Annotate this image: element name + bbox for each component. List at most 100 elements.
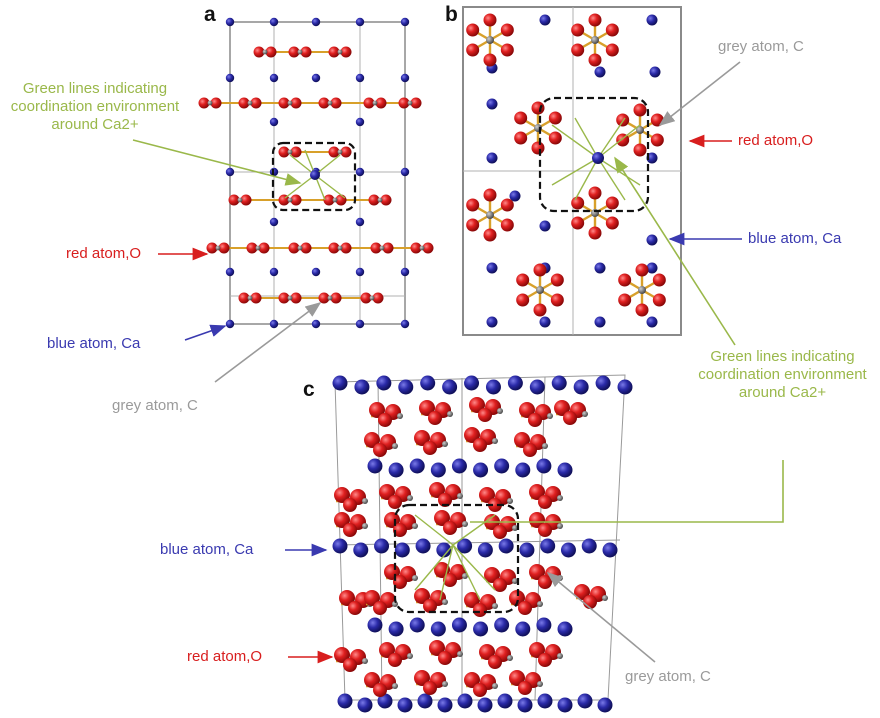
- carbon-atom: [582, 411, 588, 417]
- oxygen-atom: [328, 146, 340, 158]
- oxygen-atom: [238, 292, 250, 304]
- oxygen-atom: [509, 670, 525, 686]
- oxygen-atom: [438, 493, 452, 507]
- oxygen-atom: [483, 188, 497, 202]
- oxygen-atom: [605, 23, 619, 37]
- carbon-atom: [255, 245, 261, 251]
- oxygen-atom: [588, 53, 602, 67]
- carbon-atom: [372, 100, 378, 106]
- label-c-grey-atom: grey atom, C: [625, 668, 711, 685]
- calcium-atom: [577, 693, 593, 709]
- calcium-atom: [497, 693, 513, 709]
- annotation-arrows: [132, 61, 784, 664]
- oxygen-atom: [438, 651, 452, 665]
- oxygen-atom: [265, 46, 277, 58]
- oxygen-atom: [635, 263, 649, 277]
- oxygen-atom: [228, 194, 240, 206]
- oxygen-atom: [516, 273, 530, 287]
- oxygen-atom: [571, 216, 585, 230]
- oxygen-atom: [538, 523, 552, 537]
- oxygen-atom: [348, 601, 362, 615]
- calcium-atom: [394, 542, 410, 558]
- oxygen-atom: [563, 411, 577, 425]
- calcium-atom: [646, 316, 658, 328]
- oxygen-atom: [550, 293, 564, 307]
- carbon-atom: [392, 683, 398, 689]
- carbon-atom: [287, 149, 293, 155]
- oxygen-atom: [340, 146, 352, 158]
- oxygen-atom: [318, 97, 330, 109]
- calcium-atom: [269, 267, 279, 277]
- oxygen-atom: [290, 194, 302, 206]
- calcium-atom: [225, 167, 235, 177]
- oxygen-atom: [464, 427, 480, 443]
- oxygen-atom: [278, 97, 290, 109]
- calcium-atom: [485, 379, 501, 395]
- oxygen-atom: [258, 242, 270, 254]
- calcium-atom: [515, 621, 531, 637]
- calcium-atom: [540, 538, 556, 554]
- carbon-atom: [369, 295, 375, 301]
- calcium-atom: [354, 379, 370, 395]
- oxygen-atom: [398, 97, 410, 109]
- carbon-atom: [537, 681, 543, 687]
- calcium-atom: [311, 73, 321, 83]
- oxygen-atom: [288, 46, 300, 58]
- calcium-atom: [646, 262, 658, 274]
- oxygen-atom: [364, 672, 380, 688]
- oxygen-atom: [514, 111, 528, 125]
- carbon-atom: [591, 36, 599, 44]
- carbon-atom: [442, 441, 448, 447]
- label-b-blue-atom: blue atom, Ca: [748, 230, 842, 247]
- carbon-atom: [557, 495, 563, 501]
- calcium-atom: [409, 617, 425, 633]
- label-a-grey-atom: grey atom, C: [112, 397, 198, 414]
- oxygen-atom: [588, 226, 602, 240]
- carbon-atom: [512, 525, 518, 531]
- oxygen-atom: [323, 194, 335, 206]
- calcium-atom: [398, 379, 414, 395]
- carbon-atom: [457, 493, 463, 499]
- calcium-atom: [539, 220, 551, 232]
- oxygen-atom: [388, 653, 402, 667]
- carbon-atom: [419, 245, 425, 251]
- oxygen-atom: [393, 523, 407, 537]
- oxygen-atom: [571, 196, 585, 210]
- calcium-atom: [409, 458, 425, 474]
- carbon-atom: [337, 149, 343, 155]
- calcium-atom: [415, 538, 431, 554]
- calcium-atom: [377, 693, 393, 709]
- calcium-atom: [376, 375, 392, 391]
- carbon-atom: [492, 438, 498, 444]
- oxygen-atom: [618, 273, 632, 287]
- calcium-atom: [536, 617, 552, 633]
- oxygen-atom: [429, 482, 445, 498]
- oxygen-atom: [533, 263, 547, 277]
- calcium-atom: [451, 617, 467, 633]
- oxygen-atom: [516, 293, 530, 307]
- oxygen-atom: [364, 590, 380, 606]
- calcium-atom: [225, 73, 235, 83]
- oxygen-atom: [493, 525, 507, 539]
- calcium-atom: [494, 458, 510, 474]
- calcium-atom: [457, 538, 473, 554]
- carbon-atom: [297, 245, 303, 251]
- calcium-atom: [498, 538, 514, 554]
- calcium-atom: [602, 542, 618, 558]
- oxygen-atom: [633, 143, 647, 157]
- oxygen-atom: [290, 146, 302, 158]
- oxygen-atom: [340, 46, 352, 58]
- oxygen-atom: [523, 443, 537, 457]
- calcium-atom: [494, 617, 510, 633]
- oxygen-atom: [571, 23, 585, 37]
- oxygen-atom: [410, 242, 422, 254]
- oxygen-atom: [198, 97, 210, 109]
- calcium-atom: [464, 375, 480, 391]
- oxygen-atom: [518, 601, 532, 615]
- calcium-atom: [397, 697, 413, 713]
- calcium-atom: [269, 319, 279, 329]
- calcium-atom: [355, 73, 365, 83]
- oxygen-atom: [388, 495, 402, 509]
- oxygen-atom: [290, 292, 302, 304]
